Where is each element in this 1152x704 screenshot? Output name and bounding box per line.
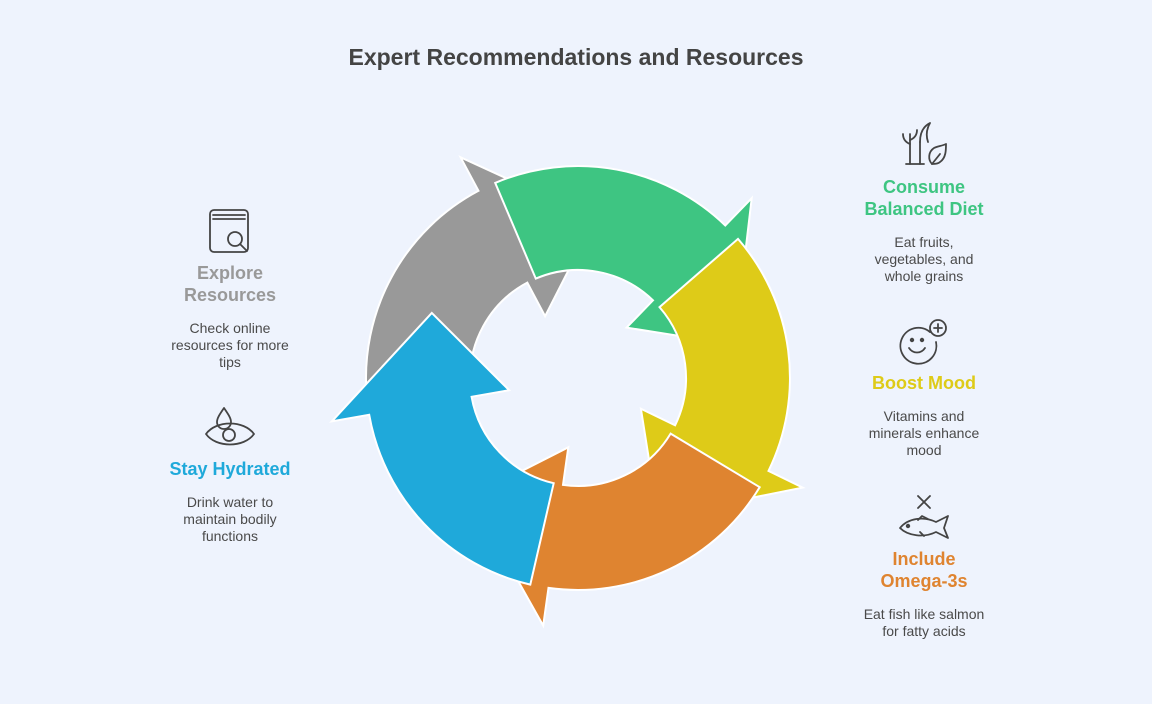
item-description: Eat fish like salmon for fatty acids xyxy=(863,606,985,639)
item-explore-resources: Explore Resources Check online resources… xyxy=(140,206,320,371)
item-boost-mood: Boost Mood Vitamins and minerals enhance… xyxy=(834,318,1014,459)
item-heading: Explore Resources xyxy=(183,263,277,305)
item-heading: Include Omega-3s xyxy=(880,549,968,591)
item-description: Drink water to maintain bodily functions xyxy=(183,494,277,544)
item-include-omega-3s: Include Omega-3s Eat fish like salmon fo… xyxy=(834,492,1014,640)
item-stay-hydrated: Stay Hydrated Drink water to maintain bo… xyxy=(140,404,320,545)
item-heading: Consume Balanced Diet xyxy=(864,177,984,219)
item-heading: Stay Hydrated xyxy=(169,459,291,479)
arrow-segment-blue xyxy=(329,311,555,586)
water-drop-eye-icon xyxy=(205,407,255,446)
page-title: Expert Recommendations and Resources xyxy=(348,44,804,70)
item-heading: Boost Mood xyxy=(872,373,976,393)
item-description: Vitamins and minerals enhance mood xyxy=(868,408,980,458)
plant-leaf-icon xyxy=(902,122,947,165)
book-search-icon xyxy=(209,209,249,253)
fish-icon xyxy=(899,495,949,539)
item-consume-balanced-diet: Consume Balanced Diet Eat fruits, vegeta… xyxy=(834,120,1014,285)
item-description: Check online resources for more tips xyxy=(171,320,289,370)
item-description: Eat fruits, vegetables, and whole grains xyxy=(874,234,974,284)
smiley-plus-icon xyxy=(899,319,947,365)
